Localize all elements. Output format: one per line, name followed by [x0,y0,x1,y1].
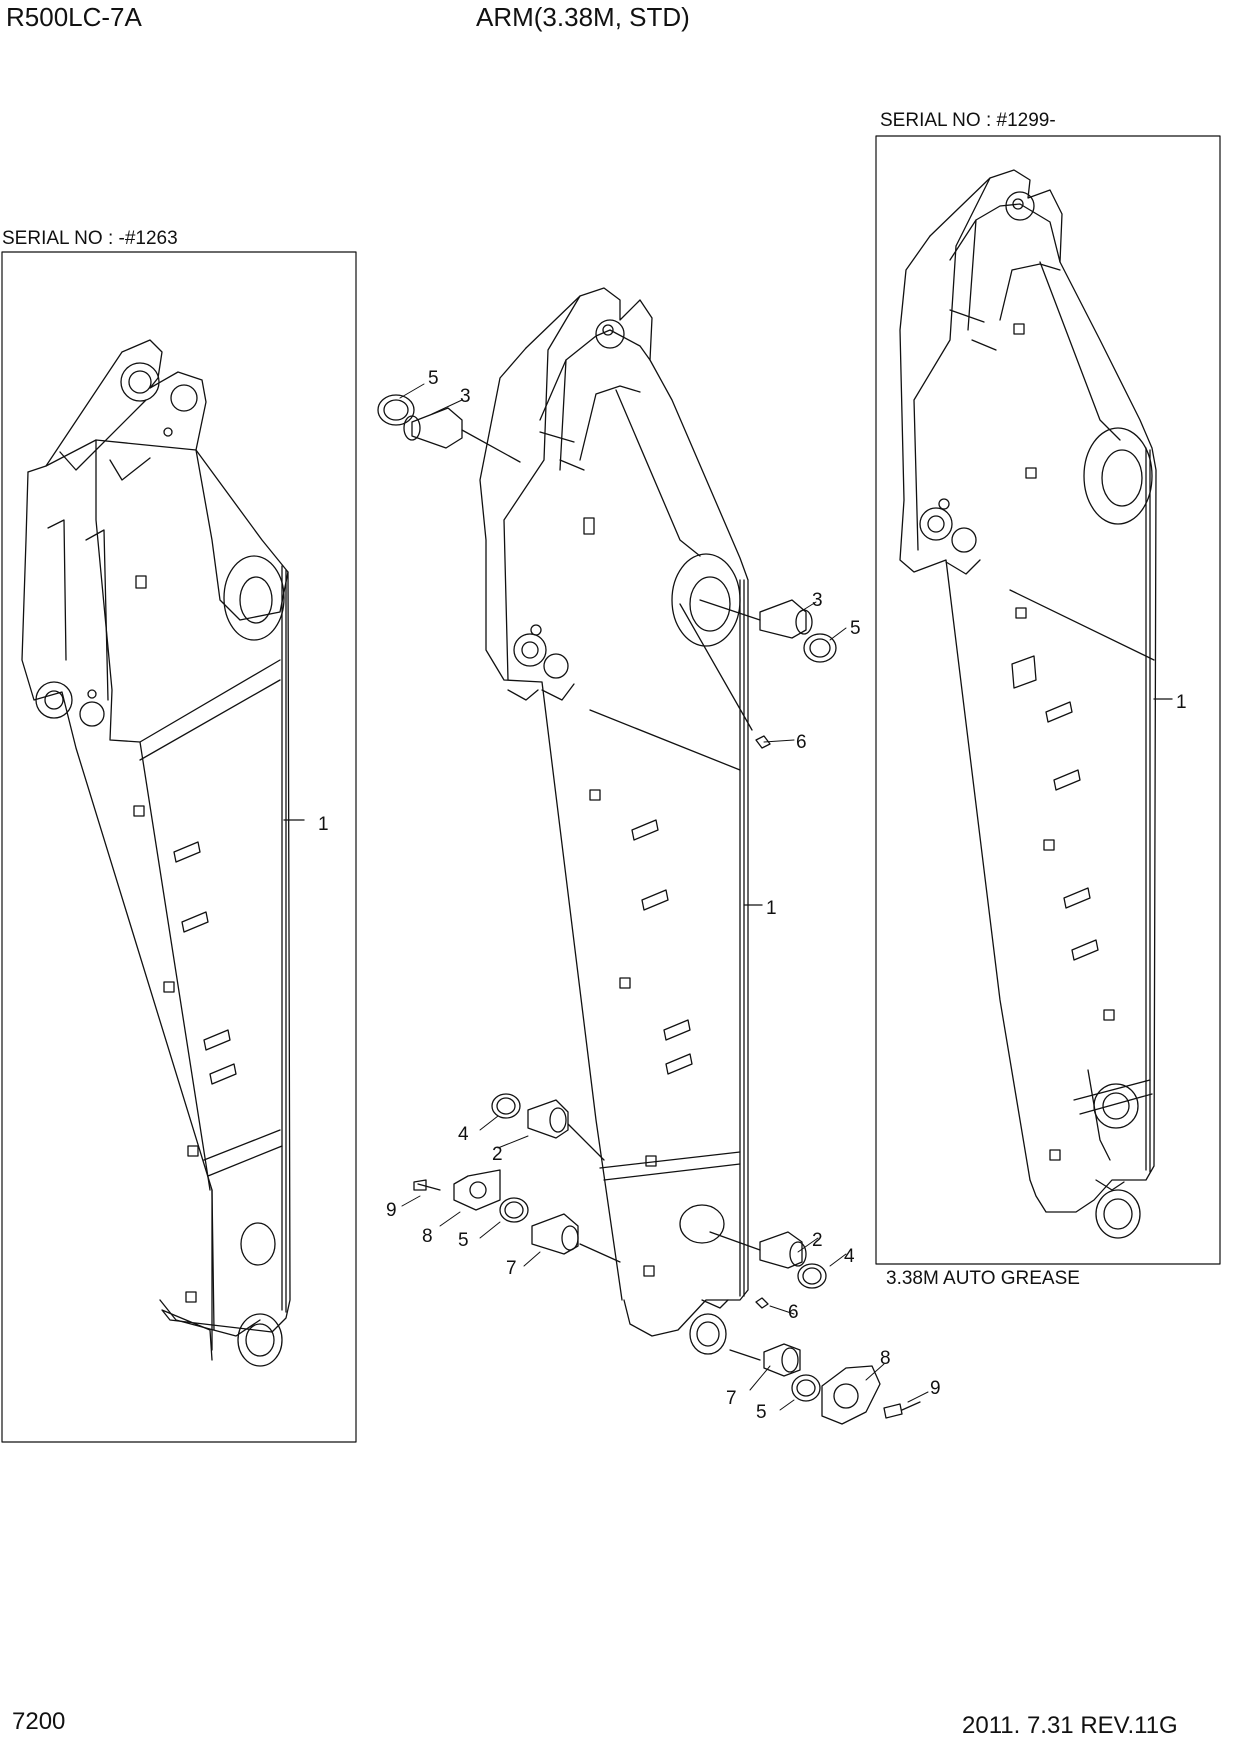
callout-1-left: 1 [318,814,329,835]
model-code: R500LC-7A [6,2,142,32]
callout-5-lower-right: 5 [756,1402,767,1423]
auto-grease-caption: 3.38M AUTO GREASE [886,1268,1080,1289]
callout-6-mid: 6 [796,732,807,753]
callout-5-lower-left: 5 [458,1230,469,1251]
callout-1-right: 1 [1176,692,1187,713]
callout-5-top: 5 [428,368,439,389]
callout-6-lower: 6 [788,1302,799,1323]
serial-label-right: SERIAL NO : #1299- [880,110,1056,131]
callout-2-center-right: 2 [812,1230,823,1251]
exploded-parts [377,394,921,1425]
callout-7-left: 7 [506,1258,517,1279]
serial-label-left: SERIAL NO : -#1263 [2,228,178,249]
left-panel-frame [1,251,357,1443]
right-panel-frame [875,135,1221,1265]
callout-8-right: 8 [880,1348,891,1369]
leader-lines [399,383,929,1411]
page-number: 7200 [12,1708,66,1735]
left-arm [21,339,305,1367]
callout-8-left: 8 [422,1226,433,1247]
callout-9-right: 9 [930,1378,941,1399]
callout-numbers: 1 1 1 2 2 3 3 4 4 5 5 5 5 6 6 7 7 8 8 9 … [318,368,1187,1423]
callout-2-center-left: 2 [492,1144,503,1165]
callout-1-center: 1 [766,898,777,919]
right-arm [899,169,1173,1239]
callout-9-left: 9 [386,1200,397,1221]
callout-4-left: 4 [458,1124,469,1145]
center-arm [479,287,763,1355]
callout-3-mid: 3 [812,590,823,611]
callout-7-right: 7 [726,1388,737,1409]
revision-date: 2011. 7.31 REV.11G [962,1712,1178,1739]
page-title: ARM(3.38M, STD) [476,2,690,32]
callout-4-right: 4 [844,1246,855,1267]
callout-5-mid: 5 [850,618,861,639]
callout-3-top: 3 [460,386,471,407]
